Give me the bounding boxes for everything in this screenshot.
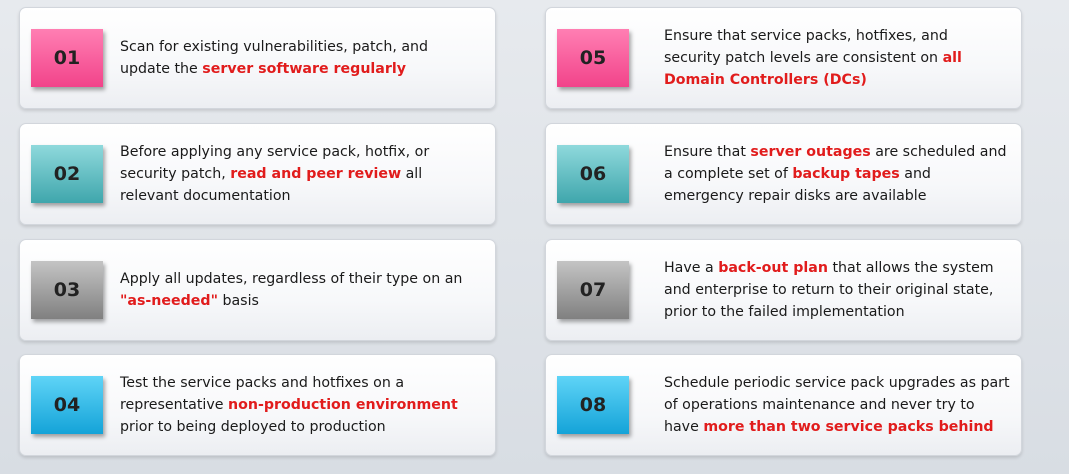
step-description: Have a back-out plan that allows the sys… [664,260,994,320]
step-description: Before applying any service pack, hotfix… [120,144,430,204]
highlight-text: server outages [750,144,871,160]
step-card-03: 03 Apply all updates, regardless of thei… [19,239,496,341]
step-card-06: 06 Ensure that server outages are schedu… [545,123,1022,225]
step-card-05: 05 Ensure that service packs, hotfixes, … [545,7,1022,109]
highlight-text: non-production environment [228,397,458,413]
step-description: Ensure that server outages are scheduled… [664,144,1007,204]
step-number-badge: 04 [31,376,103,434]
step-number-badge: 07 [557,261,629,319]
highlight-text-2: backup tapes [792,166,900,182]
step-number-badge: 02 [31,145,103,203]
step-number-badge: 01 [31,29,103,87]
highlight-text: server software regularly [202,61,406,77]
step-description: Test the service packs and hotfixes on a… [120,375,458,435]
step-description: Ensure that service packs, hotfixes, and… [664,28,962,88]
highlight-text: all Domain Controllers (DCs) [664,50,962,88]
step-card-04: 04 Test the service packs and hotfixes o… [19,354,496,456]
step-card-02: 02 Before applying any service pack, hot… [19,123,496,225]
step-description: Scan for existing vulnerabilities, patch… [120,39,429,77]
step-number-badge: 03 [31,261,103,319]
step-card-07: 07 Have a back-out plan that allows the … [545,239,1022,341]
highlight-text: more than two service packs behind [703,419,994,435]
highlight-text: back-out plan [718,260,828,276]
highlight-text: "as-needed" [120,293,218,309]
step-number-badge: 06 [557,145,629,203]
step-number-badge: 05 [557,29,629,87]
step-card-08: 08 Schedule periodic service pack upgrad… [545,354,1022,456]
highlight-text: read and peer review [230,166,402,182]
step-card-01: 01 Scan for existing vulnerabilities, pa… [19,7,496,109]
step-description: Schedule periodic service pack upgrades … [664,375,1010,435]
step-number-badge: 08 [557,376,629,434]
step-description: Apply all updates, regardless of their t… [120,271,463,309]
